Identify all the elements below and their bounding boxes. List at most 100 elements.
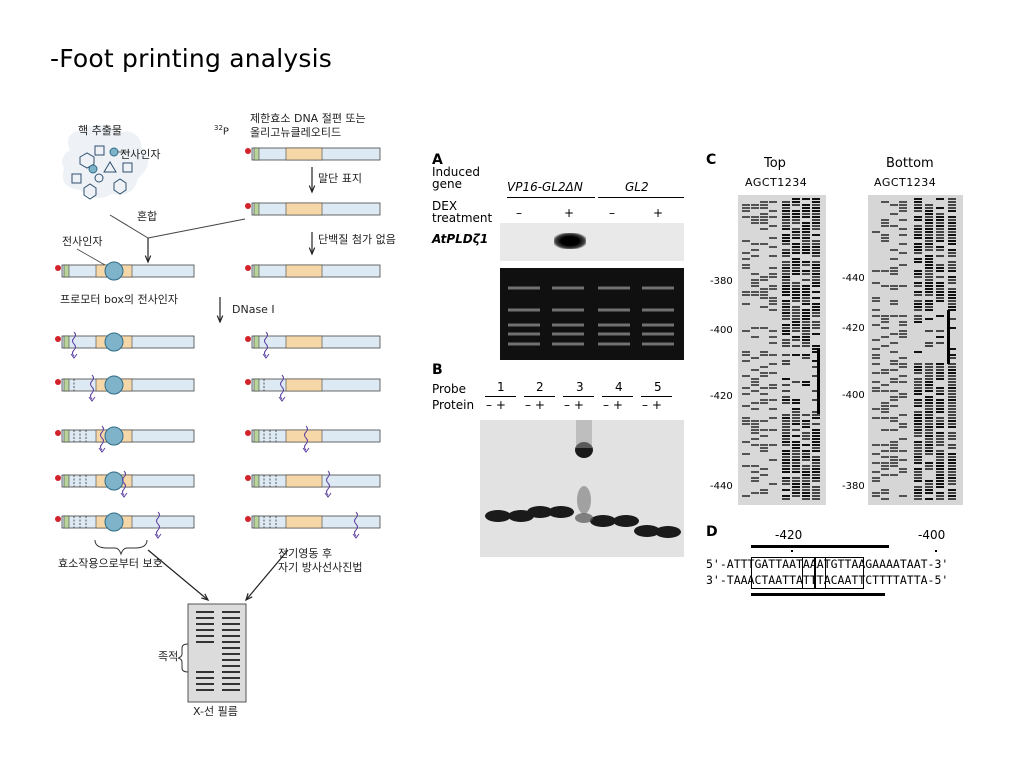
probe-label: Probe — [432, 382, 467, 396]
position-420: -420 — [775, 528, 803, 542]
probe-4: 4 — [615, 380, 623, 394]
dex-treatment-label: DEX treatment — [432, 199, 493, 225]
p32-label-dot — [245, 203, 251, 209]
hexagon-shape — [113, 178, 127, 195]
protection-brace — [94, 539, 148, 556]
top-tick-440: -440 — [710, 481, 733, 492]
dnase-arrow-icon — [88, 396, 96, 402]
bottom-tick-380: -380 — [842, 481, 865, 492]
arrow-to-film-right — [245, 549, 289, 601]
diagram-graphics — [55, 124, 381, 703]
dnase-arrow-icon — [70, 353, 78, 359]
dnase-cut-icon — [156, 511, 160, 537]
top-tick-420: -420 — [710, 391, 733, 402]
panel-b-label: B — [432, 362, 443, 378]
square-shape — [94, 145, 105, 156]
dna-end-segment — [253, 378, 260, 392]
dna-end-segment — [63, 264, 70, 278]
motif-box-1 — [751, 557, 816, 589]
bottom-tick-420: -420 — [842, 323, 865, 334]
accumulation-brace — [177, 643, 189, 673]
rrna-gel — [500, 268, 684, 360]
dna-end-segment — [253, 515, 260, 529]
bottom-strand-protection-bar — [751, 593, 885, 596]
top-lanes-label: AGCT1234 — [745, 176, 808, 189]
p32-label-dot — [55, 475, 61, 481]
bottom-lanes-label: AGCT1234 — [874, 176, 937, 189]
ring-shape — [94, 173, 104, 183]
top-tick-400: -400 — [710, 325, 733, 336]
dna-end-segment — [63, 429, 70, 443]
promoter-box — [285, 264, 323, 278]
panel-c-label: C — [706, 152, 717, 168]
panel-a-label: A — [432, 152, 443, 168]
gene-vp16-underline — [507, 197, 595, 198]
protein-signs-2: – + — [525, 398, 545, 412]
promoter-box-label: 프로모터 box의 전사인자 — [60, 293, 178, 306]
transcription-factor-sphere — [104, 471, 124, 491]
top-strand-label: Top — [764, 156, 786, 171]
arrow-no-protein-head — [308, 247, 316, 256]
triangle-shape — [103, 161, 117, 173]
gene-vp16-label: VP16-GL2ΔN — [507, 180, 583, 194]
probe-1-underline — [485, 396, 516, 397]
arrow-to-film-right-head — [245, 593, 253, 602]
electrophoresis-label: 전기영동 후 자기 방사선사진법 — [278, 547, 363, 574]
dnase-arrow-icon — [262, 353, 270, 359]
dex-sign-1: – — [516, 206, 522, 220]
sequence-bottom-strand: 3'-TAAACTAATTATTTACAATTCTTTTATTA-5' — [706, 573, 949, 587]
promoter-box — [285, 515, 323, 529]
dnase-cut-icon — [264, 331, 268, 357]
dot-400 — [935, 550, 937, 552]
induced-gene-label: Induced gene — [432, 165, 480, 191]
dnase-arrow-icon — [98, 447, 106, 453]
tf-circle — [88, 164, 98, 174]
motif-box-3 — [814, 557, 864, 589]
dna-end-segment — [253, 474, 260, 488]
end-labeling-label: 말단 표지 — [318, 172, 362, 185]
probe-2: 2 — [536, 380, 544, 394]
hexagon-shape — [79, 152, 95, 169]
bottom-tick-440: -440 — [842, 273, 865, 284]
dna-end-segment — [63, 378, 70, 392]
hexagon-shape — [83, 183, 97, 200]
p32-element: P — [222, 126, 229, 138]
mixing-label: 혼합 — [137, 210, 158, 223]
emsa-bands — [485, 420, 681, 538]
protein-signs-1: – + — [486, 398, 506, 412]
tf-label-pointer — [76, 248, 106, 266]
dnase-cut-icon — [304, 425, 308, 451]
p32-label-dot — [245, 265, 251, 271]
transcription-factor-label-top: 전사인자 — [120, 148, 161, 161]
dnase-arrow-icon — [352, 533, 360, 539]
dnase-label: DNase I — [232, 303, 275, 316]
sequence-top-strand: 5'-ATTTGATTAATAAATGTTAAGAAAATAAT-3' — [706, 557, 949, 571]
p32-label-dot — [55, 336, 61, 342]
p32-label-dot — [245, 516, 251, 522]
probe-2-underline — [524, 396, 555, 397]
square-shape — [71, 173, 82, 184]
transcription-factor-label-left: 전사인자 — [62, 235, 103, 248]
arrow-to-film-left — [147, 549, 209, 601]
top-tick-380: -380 — [710, 276, 733, 287]
arrow-dnase-head — [216, 315, 224, 324]
transcript-label: AtPLDζ1 — [432, 232, 489, 246]
dna-end-segment — [253, 202, 260, 216]
mix-line-right — [147, 218, 246, 239]
nuclear-extract-label: 핵 추출물 — [78, 124, 122, 137]
promoter-box — [285, 147, 323, 161]
dex-sign-3: – — [609, 206, 615, 220]
northern-band — [554, 233, 586, 249]
footprinting-diagram: 핵 추출물 전사인자 제한효소 DNA 절편 또는 올리고뉴클레오티드 32P … — [0, 0, 420, 768]
dnase-cut-icon — [90, 374, 94, 400]
dna-end-segment — [63, 335, 70, 349]
dna-end-segment — [253, 335, 260, 349]
p32-label-dot — [245, 475, 251, 481]
p32-label-dot — [55, 430, 61, 436]
arrow-end-labeling-head — [308, 185, 316, 194]
dnase-arrow-icon — [324, 492, 332, 498]
probe-5-underline — [641, 396, 672, 397]
bottom-strand-label: Bottom — [886, 156, 934, 171]
dnase-cut-icon — [100, 425, 104, 451]
dex-sign-4: + — [653, 206, 664, 220]
